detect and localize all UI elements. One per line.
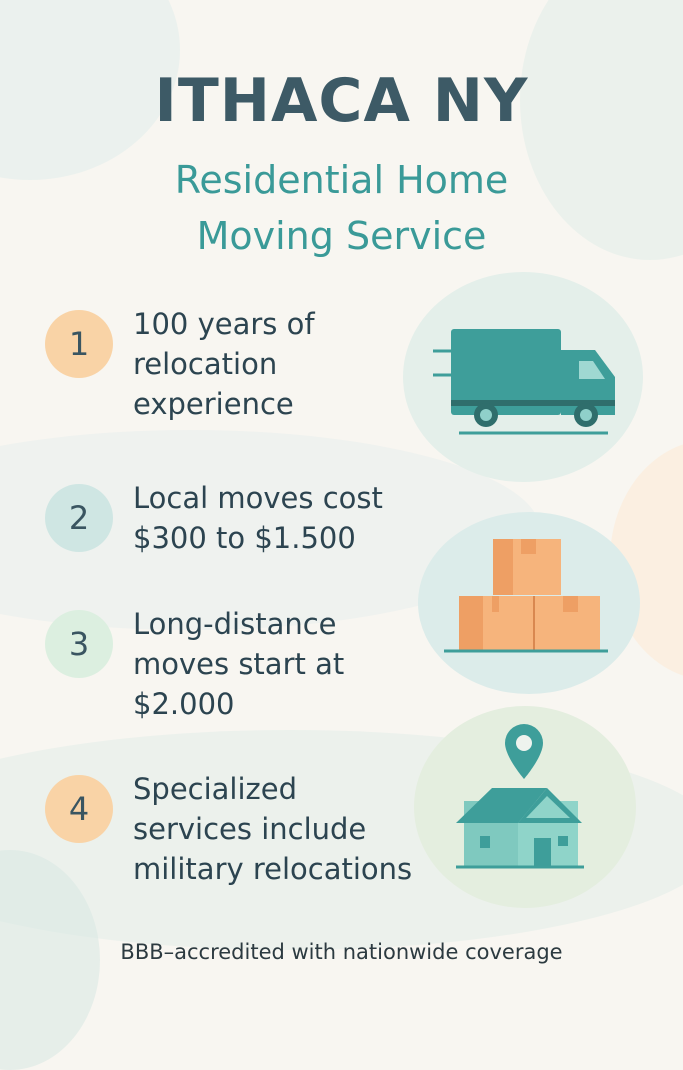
feature-line: $300 to $1.500: [133, 521, 356, 555]
feature-item-3: 3 Long-distance moves start at $2.000: [45, 607, 463, 724]
truck-icon-circle: [403, 272, 643, 482]
feature-line: Specialized: [133, 772, 298, 806]
feature-line: services include: [133, 812, 367, 846]
number-badge-3: 3: [45, 610, 113, 678]
feature-text-3: Long-distance moves start at $2.000: [133, 604, 463, 724]
feature-line: Long-distance: [133, 607, 337, 641]
boxes-icon-circle: [418, 512, 640, 694]
feature-text-2: Local moves cost $300 to $1.500: [133, 478, 463, 558]
feature-line: moves start at: [133, 647, 345, 681]
feature-line: experience: [133, 387, 294, 421]
feature-text-1: 100 years of relocation experience: [133, 304, 463, 424]
footer-note: BBB–accredited with nationwide coverage: [120, 940, 563, 964]
feature-text-4: Specialized services include military re…: [133, 769, 493, 889]
house-location-icon: [456, 724, 584, 869]
feature-item-1: 1 100 years of relocation experience: [45, 307, 463, 424]
feature-line: relocation: [133, 347, 278, 381]
house-icon-circle: [414, 706, 636, 908]
subtitle-line-1: Residential Home: [174, 158, 509, 202]
feature-line: Local moves cost: [133, 481, 383, 515]
boxes-icon: [444, 539, 608, 653]
feature-item-4: 4 Specialized services include military …: [45, 772, 493, 889]
page-title: ITHACA NY: [154, 66, 529, 136]
number-badge-4: 4: [45, 775, 113, 843]
page-subtitle: Residential Home Moving Service: [0, 152, 683, 264]
feature-line: 100 years of: [133, 307, 315, 341]
subtitle-line-2: Moving Service: [196, 214, 487, 258]
number-badge-2: 2: [45, 484, 113, 552]
number-badge-1: 1: [45, 310, 113, 378]
feature-line: $2.000: [133, 687, 235, 721]
feature-item-2: 2 Local moves cost $300 to $1.500: [45, 481, 463, 558]
truck-icon: [433, 329, 615, 435]
feature-line: military relocations: [133, 852, 413, 886]
